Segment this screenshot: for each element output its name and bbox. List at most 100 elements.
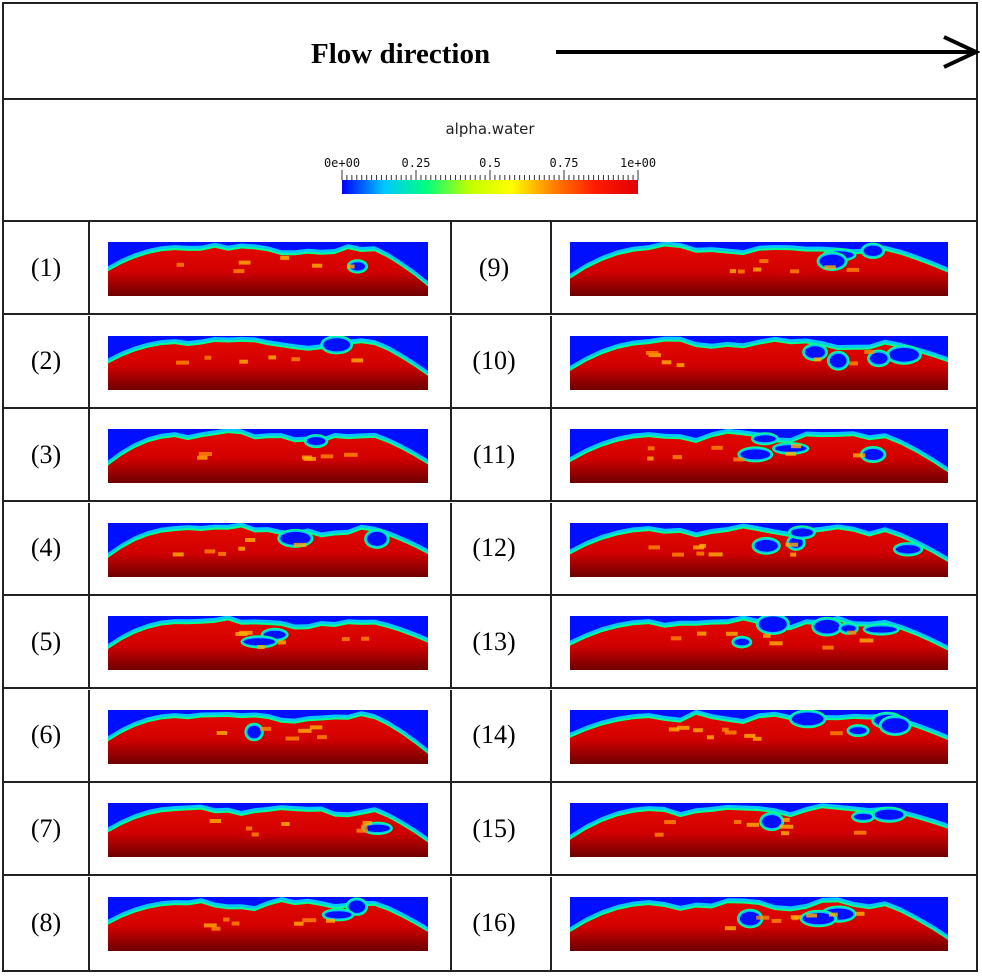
mixing-spot <box>711 445 723 450</box>
mixing-spot <box>245 537 256 542</box>
snapshot-label: (10) <box>472 346 516 375</box>
snapshot-panel <box>570 428 948 488</box>
grid-divider <box>550 502 552 594</box>
mixing-spot <box>647 446 655 451</box>
mixing-spot <box>277 640 286 645</box>
mixing-spot <box>822 645 834 650</box>
mixing-spot <box>769 641 783 646</box>
air-region <box>108 803 428 838</box>
mixing-spot <box>294 921 304 926</box>
grid-divider <box>550 409 552 500</box>
mixing-spot <box>302 917 317 922</box>
snapshot-row: (4)(12) <box>4 502 976 596</box>
mixing-spot <box>203 922 217 927</box>
mixing-spot <box>746 822 759 827</box>
phase-fraction-snapshot <box>108 896 428 951</box>
mixing-spot <box>708 551 723 556</box>
mixing-spot <box>238 260 251 265</box>
snapshot-panel <box>108 242 428 301</box>
mixing-spot <box>806 913 818 917</box>
air-pocket <box>870 352 888 364</box>
mixing-spot <box>790 552 797 557</box>
air-pocket <box>754 539 778 552</box>
mixing-spot <box>756 915 770 920</box>
air-region <box>570 615 948 646</box>
mixing-spot <box>268 354 277 359</box>
mixing-spot <box>661 359 672 364</box>
snapshot-grid: (1)(9)(2)(10)(3)(11)(4)(12)(5)(13)(6)(14… <box>4 222 976 970</box>
mixing-spot <box>362 821 372 825</box>
mixing-spot <box>172 551 184 556</box>
interface-band <box>570 522 948 562</box>
mixing-spot <box>360 824 368 829</box>
grid-divider <box>88 315 90 407</box>
snapshot-panel <box>570 896 948 956</box>
grid-divider <box>450 876 452 970</box>
mixing-spot <box>216 730 228 735</box>
snapshot-label: (6) <box>30 720 62 749</box>
air-pocket <box>814 619 840 634</box>
mixing-spot <box>198 452 212 456</box>
interface-band <box>570 242 948 277</box>
mixing-spot <box>251 832 259 837</box>
air-region <box>570 803 948 835</box>
mixing-spot <box>204 355 212 360</box>
mixing-spot <box>648 352 661 357</box>
grid-divider <box>550 596 552 687</box>
colorbar-title: alpha.water <box>445 120 535 138</box>
snapshot-label: (7) <box>30 813 62 843</box>
snapshot-panel <box>108 615 428 675</box>
grid-divider <box>450 409 452 500</box>
grid-divider <box>88 409 90 500</box>
grid-divider <box>88 596 90 687</box>
mixing-spot <box>654 832 664 837</box>
air-pocket <box>734 638 750 646</box>
air-region <box>570 335 948 366</box>
interface-band <box>108 335 428 376</box>
mixing-spot <box>724 925 736 930</box>
mixing-spot <box>706 734 714 739</box>
mixing-spot <box>233 269 245 274</box>
snapshot-label: (9) <box>478 252 510 282</box>
mixing-spot <box>855 911 865 916</box>
air-pocket <box>280 531 311 545</box>
air-region <box>570 522 948 557</box>
mixing-spot <box>824 265 836 270</box>
mixing-spot <box>693 544 704 549</box>
interface-band <box>108 522 428 556</box>
air-pocket <box>865 626 897 633</box>
mixing-spot <box>344 452 358 457</box>
air-pocket <box>323 337 351 351</box>
mixing-spot <box>231 921 240 925</box>
air-pocket <box>791 712 824 725</box>
mixing-spot <box>291 356 301 361</box>
air-pocket <box>874 809 904 820</box>
phase-fraction-snapshot <box>570 335 948 390</box>
air-pocket <box>754 435 776 443</box>
air-pocket <box>829 353 847 368</box>
mixing-spot <box>320 454 334 459</box>
interface-band <box>108 429 428 466</box>
mixing-spot <box>302 455 312 460</box>
flow-direction-title: Flow direction <box>311 38 491 70</box>
snapshot-row: (3)(11) <box>4 409 976 502</box>
mixing-spot <box>781 831 790 836</box>
air-pocket <box>790 527 813 537</box>
snapshot-label: (11) <box>472 439 516 469</box>
mixing-spot <box>361 636 370 641</box>
air-pocket <box>243 638 275 646</box>
snapshot-panel <box>108 334 428 395</box>
snapshot-row: (8)(16) <box>4 876 976 970</box>
phase-fraction-snapshot <box>570 428 948 483</box>
interface-band <box>108 429 428 464</box>
snapshot-row: (7)(15) <box>4 783 976 876</box>
mixing-spot <box>830 730 843 735</box>
air-region <box>108 242 428 282</box>
mixing-spot <box>351 357 364 362</box>
air-region <box>570 896 948 935</box>
colorbar <box>341 170 639 194</box>
snapshot-row: (6)(14) <box>4 689 976 783</box>
mixing-spot <box>699 543 706 548</box>
grid-divider <box>88 689 90 781</box>
colorbar-tick-label: 0e+00 <box>323 156 361 170</box>
